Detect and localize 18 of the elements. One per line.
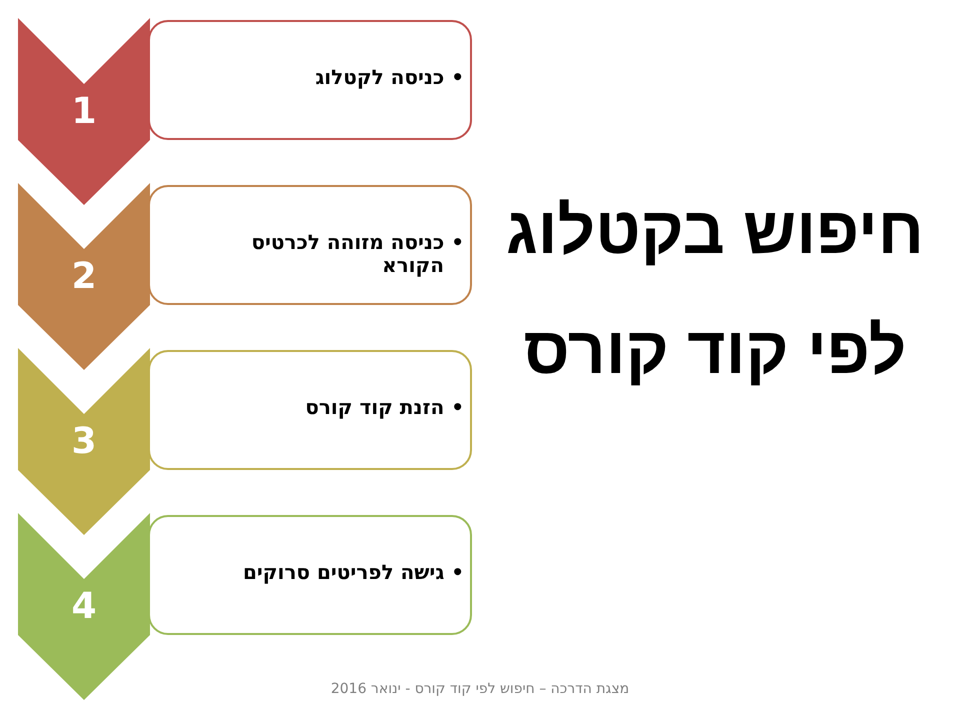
footer-caption: מצגת הדרכה – חיפוש לפי קוד קורס - ינואר 2016 (330, 680, 630, 698)
bullet-item: • כניסה מזוהה לכרטיס הקורא (250, 231, 464, 277)
step-number: 1 (70, 92, 98, 132)
step-box (148, 20, 472, 140)
step-marker (18, 513, 150, 700)
step-number: 3 (70, 422, 98, 462)
step-box (148, 350, 472, 470)
step-box (148, 515, 472, 635)
step-marker (18, 348, 150, 535)
bullet-item: • הזנת קוד קורס (304, 396, 464, 419)
bullet-item: • גישה לפריטים סרוקים (242, 561, 464, 584)
step-marker (18, 18, 150, 205)
step-box (148, 185, 472, 305)
bullet-item: • כניסה לקטלוג (314, 66, 464, 89)
step-marker (18, 183, 150, 370)
slide-title: חיפוש בקטלוג לפי קוד קורס (505, 192, 925, 389)
step-number: 4 (70, 587, 98, 627)
step-number: 2 (70, 257, 98, 297)
